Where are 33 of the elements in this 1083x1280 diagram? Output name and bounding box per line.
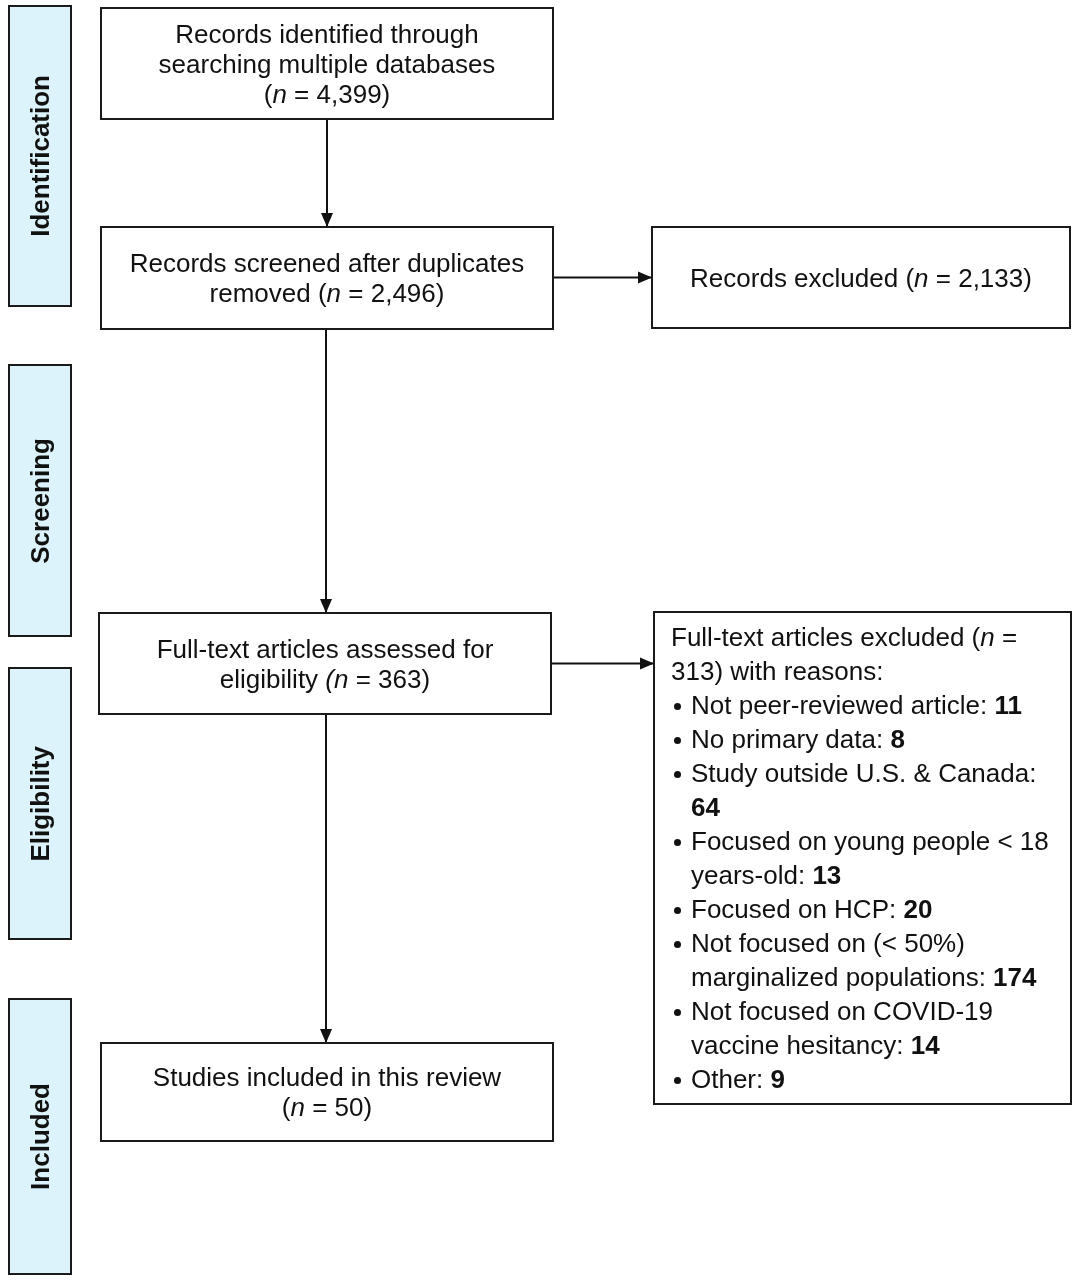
exclusion-reason: Focused on young people < 18 years-old: 13: [671, 824, 1056, 892]
exclusion-box: [653, 611, 1072, 1105]
box-text: Records screened after duplicates removed (n = 2,496): [128, 248, 526, 308]
arrow: [551, 657, 654, 670]
stage-label: Included: [27, 1083, 53, 1190]
exclusion-reason: Not focused on COVID-19 vaccine hesitancy: 14: [671, 994, 1056, 1062]
exclusion-reason: Focused on HCP: 20: [671, 892, 1056, 926]
arrow: [320, 329, 332, 613]
stage-band: [8, 364, 72, 637]
exclusion-reason: Study outside U.S. & Canada: 64: [671, 756, 1056, 824]
process-box: [98, 612, 552, 715]
stage-band: [8, 998, 72, 1275]
stage-band: [8, 667, 72, 940]
stage-band: [8, 5, 72, 307]
exclusion-reason: No primary data: 8: [671, 722, 1056, 756]
exclusion-reason: Other: 9: [671, 1062, 1056, 1096]
stage-label: Identification: [27, 75, 53, 237]
arrow: [321, 119, 333, 227]
exclusion-heading: Full-text articles excluded (n = 313) with reasons:: [671, 621, 1019, 688]
arrow: [320, 714, 332, 1043]
exclusion-reason: Not focused on (< 50%) marginalized populations: 174: [671, 926, 1056, 994]
stage-label: Screening: [27, 437, 53, 564]
box-text: Records excluded (n = 2,133): [690, 262, 1032, 293]
exclusion-reason: Not peer-reviewed article: 11: [671, 688, 1056, 722]
process-box: [100, 226, 554, 330]
stage-label: Eligibility: [27, 745, 53, 862]
box-text: Studies included in this review (n = 50): [151, 1062, 503, 1122]
arrow: [553, 271, 652, 284]
box-text: Full-text articles assessed for eligibility (n = 363): [155, 633, 495, 694]
process-box: [100, 1042, 554, 1142]
process-box: [651, 226, 1071, 329]
process-box: [100, 7, 554, 120]
box-text: Records identified through searching multiple databases (n = 4,399): [157, 18, 497, 109]
